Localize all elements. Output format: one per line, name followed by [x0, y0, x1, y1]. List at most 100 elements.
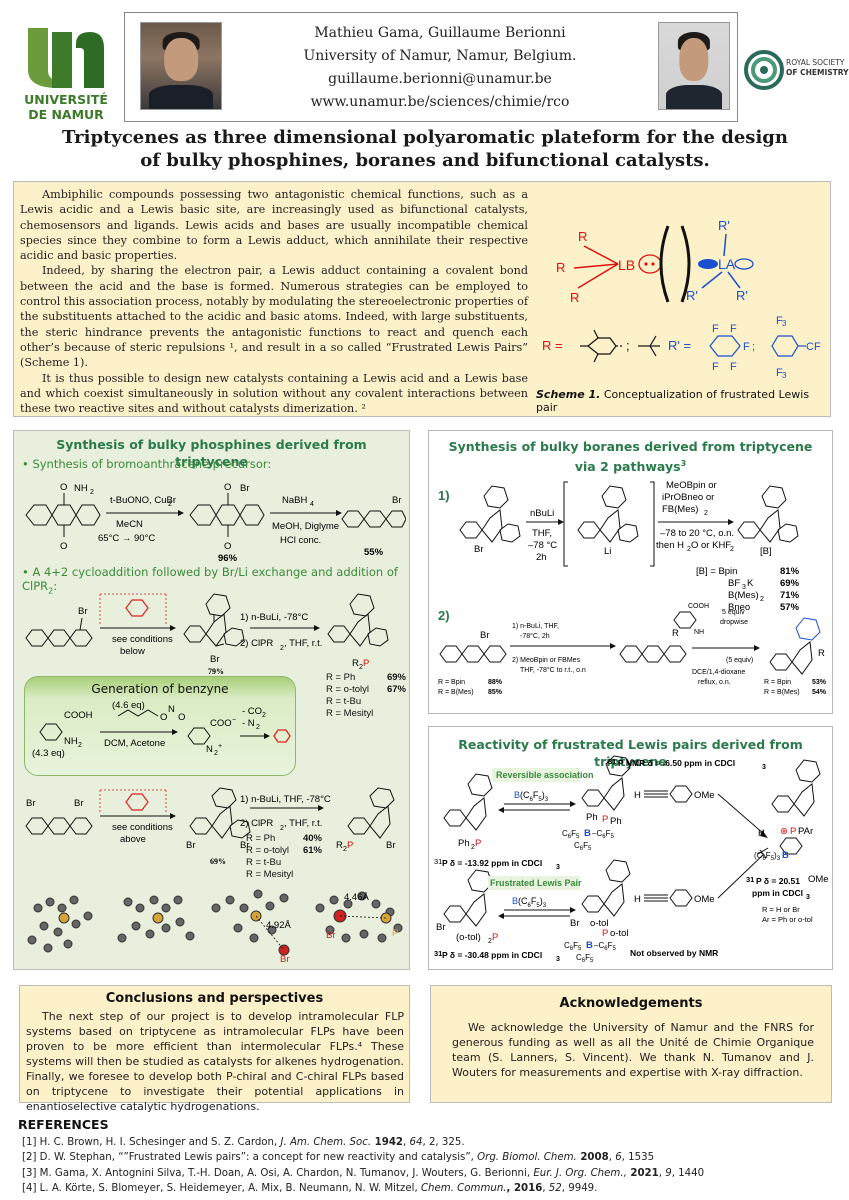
svg-text:2: 2 — [359, 664, 363, 671]
references-title: REFERENCES — [18, 1117, 109, 1132]
svg-text:⊕: ⊕ — [780, 826, 788, 837]
svg-text:R = H or Br: R = H or Br — [762, 905, 800, 914]
svg-text:below: below — [120, 646, 145, 657]
pathway-2-label: 2) — [438, 608, 450, 623]
svg-text:O: O — [224, 541, 231, 552]
svg-text:B(C6F5)3: B(C6F5)3 — [514, 790, 549, 803]
flp-scheme: Ph 2 P 31 P δ = -13.92 ppm in CDCl 3 Rev… — [434, 755, 829, 964]
scheme-caption-text: Conceptualization of frustrated Lewis pa… — [536, 388, 810, 414]
benzyne-scheme: (4.6 eq) COOH NH 2 (4.3 eq) O N O DCM, A… — [32, 700, 291, 759]
conclusions-text: The next step of our project is to devel… — [26, 1010, 404, 1113]
svg-text:(C6F5)3: (C6F5)3 — [754, 851, 781, 862]
svg-text:2: 2 — [760, 596, 764, 603]
svg-text:R = B(Mes): R = B(Mes) — [438, 689, 474, 696]
svg-text:R = Bpin: R = Bpin — [764, 679, 791, 686]
svg-text:−: − — [232, 717, 236, 724]
svg-text:O: O — [160, 712, 167, 723]
svg-text:2: 2 — [280, 825, 284, 832]
not-observed-label: Not observed by NMR — [630, 948, 718, 958]
svg-text:C6F5: C6F5 — [576, 953, 594, 964]
svg-text:R: R — [352, 658, 359, 669]
svg-text:NH: NH — [694, 629, 704, 636]
benzyne-generation-box — [24, 676, 296, 776]
phosphines-title: Synthesis of bulky phosphines derived fr… — [56, 437, 367, 469]
svg-text:nBuLi: nBuLi — [530, 508, 554, 519]
affiliation: University of Namur, Namur, Belgium. — [303, 48, 577, 64]
acknowledgements-title: Acknowledgements — [559, 996, 703, 1011]
svg-text:COO: COO — [210, 718, 232, 729]
step2-yield: 55% — [364, 547, 384, 558]
svg-text:2h: 2h — [536, 552, 547, 563]
svg-text:ppm in CDCl: ppm in CDCl — [752, 888, 803, 898]
intro-text: Ambiphilic compounds possessing two anta… — [20, 187, 528, 416]
cycloaddition-scheme-2: Br Br see conditions above Br Br 69% 1) … — [25, 787, 396, 866]
svg-text:Br: Br — [436, 922, 446, 933]
svg-text:57%: 57% — [780, 602, 800, 613]
svg-text:F: F — [712, 323, 719, 335]
svg-text:BF: BF — [728, 578, 740, 589]
svg-text:NH: NH — [64, 736, 78, 747]
benzyne-title: Generation of benzyne — [91, 682, 229, 696]
svg-text:(4.3 eq): (4.3 eq) — [32, 748, 65, 759]
svg-text:, THF, r.t.: , THF, r.t. — [284, 818, 322, 829]
svg-text:OMe: OMe — [694, 790, 715, 801]
svg-text:4.92Å: 4.92Å — [266, 920, 291, 931]
acknowledgements-panel — [430, 985, 832, 1103]
svg-text:;: ; — [626, 338, 630, 353]
svg-text:reflux, o.n.: reflux, o.n. — [698, 679, 731, 686]
svg-text:P: P — [392, 928, 398, 939]
svg-text:Ar = Ph or o-tol: Ar = Ph or o-tol — [762, 915, 813, 924]
svg-text:above: above — [120, 834, 146, 845]
svg-text:see conditions: see conditions — [112, 634, 173, 645]
svg-text:P: P — [347, 840, 353, 851]
svg-text:69%: 69% — [780, 578, 800, 589]
svg-text:Bneo: Bneo — [728, 602, 750, 613]
lb-substituent-r2: R — [556, 260, 565, 275]
step2-reagent: NaBH — [282, 495, 307, 506]
svg-text:54%: 54% — [812, 689, 827, 696]
intro-paragraph-1: Ambiphilic compounds possessing two anta… — [20, 188, 528, 263]
svg-text:2: 2 — [280, 645, 284, 652]
la-substituent-r1: R' — [718, 218, 730, 233]
svg-text:3: 3 — [762, 764, 766, 771]
svg-text:88%: 88% — [488, 679, 503, 686]
svg-text:H: H — [758, 828, 765, 839]
svg-text:B(Mes): B(Mes) — [728, 590, 759, 601]
svg-text:–78 °C: –78 °C — [528, 540, 557, 551]
rsc-logo: ROYAL SOCIETY OF CHEMISTRY — [742, 40, 849, 112]
svg-text:Br: Br — [74, 798, 84, 809]
svg-text:5 equiv: 5 equiv — [722, 609, 745, 616]
svg-text:Br: Br — [240, 483, 250, 494]
svg-text:see conditions: see conditions — [112, 822, 173, 833]
svg-text:B: B — [584, 828, 591, 839]
svg-text:P: P — [475, 838, 481, 849]
svg-text:O: O — [60, 541, 67, 552]
triptycene-structure-icon — [183, 593, 245, 647]
svg-text:1) n-BuLi, -78°C: 1) n-BuLi, -78°C — [240, 612, 308, 623]
svg-text:+: + — [218, 743, 222, 750]
svg-text:B: B — [782, 850, 789, 861]
svg-text:2: 2 — [90, 489, 94, 496]
svg-text:31: 31 — [434, 949, 442, 958]
svg-text:(4.6 eq): (4.6 eq) — [112, 700, 145, 711]
svg-text:1) n-BuLi, THF, -78°C: 1) n-BuLi, THF, -78°C — [240, 794, 331, 805]
svg-text:2: 2 — [168, 501, 172, 508]
r-list-1-row: R = t-Bu — [326, 696, 362, 707]
svg-text:COOH: COOH — [688, 603, 709, 610]
university-logo-icon — [28, 28, 104, 88]
frustrated-lewis-pair-scheme: R R R LB LA R' R' R' R = ; R' = F F F F … — [542, 218, 821, 380]
svg-text:P NMR δ = -6.50 ppm in CDCl: P NMR δ = -6.50 ppm in CDCl — [618, 758, 735, 768]
cycloaddition-yield-1: 79% — [208, 667, 224, 676]
email-link[interactable]: guillaume.berionni@unamur.be — [328, 71, 552, 87]
svg-text:THF, -78°C to r.t., o.n: THF, -78°C to r.t., o.n — [520, 666, 586, 674]
svg-text:O: O — [60, 482, 67, 493]
author-photo-left — [140, 22, 222, 110]
r-list-2-row: R = t-Bu — [246, 857, 282, 868]
website-link[interactable]: www.unamur.be/sciences/chimie/rco — [310, 94, 570, 110]
svg-text:P: P — [492, 932, 498, 943]
step1-temp: 65°C → 90°C — [98, 533, 155, 544]
svg-text:O or KHF: O or KHF — [691, 540, 731, 551]
